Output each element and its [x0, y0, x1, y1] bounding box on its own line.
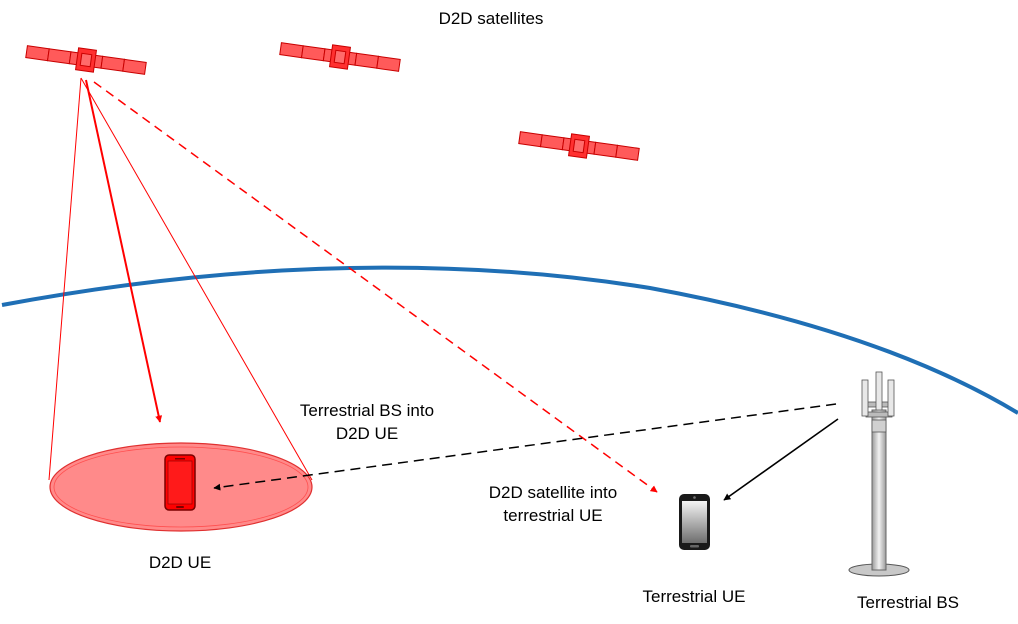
- serving-link-arrow: [85, 79, 163, 423]
- bs-interference-arrow: [213, 403, 837, 491]
- satellites-label: D2D satellites: [439, 9, 544, 28]
- phone-icon: [164, 454, 196, 511]
- d2d-ue-label: D2D UE: [149, 553, 211, 572]
- bs-serving-arrow: [723, 418, 839, 501]
- terrestrial-ue-label: Terrestrial UE: [643, 587, 746, 606]
- phone-icon: [679, 494, 710, 550]
- satellite-icon: [24, 40, 148, 80]
- satellite-interference-arrow: [93, 81, 658, 493]
- bs-into-ue-label-line2: D2D UE: [336, 424, 398, 443]
- sat-into-ue-label-line2: terrestrial UE: [503, 506, 602, 525]
- satellite-icon: [278, 37, 402, 77]
- cell-tower-icon: [848, 371, 910, 577]
- beam-edge-left: [48, 77, 82, 481]
- satellite-icon: [517, 126, 641, 166]
- bs-into-ue-label-line1: Terrestrial BS into: [300, 401, 434, 420]
- earth-curve: [1, 265, 1018, 415]
- sat-into-ue-label-line1: D2D satellite into: [489, 483, 618, 502]
- terrestrial-bs-label: Terrestrial BS: [857, 593, 959, 612]
- beam-edge-right: [80, 77, 313, 481]
